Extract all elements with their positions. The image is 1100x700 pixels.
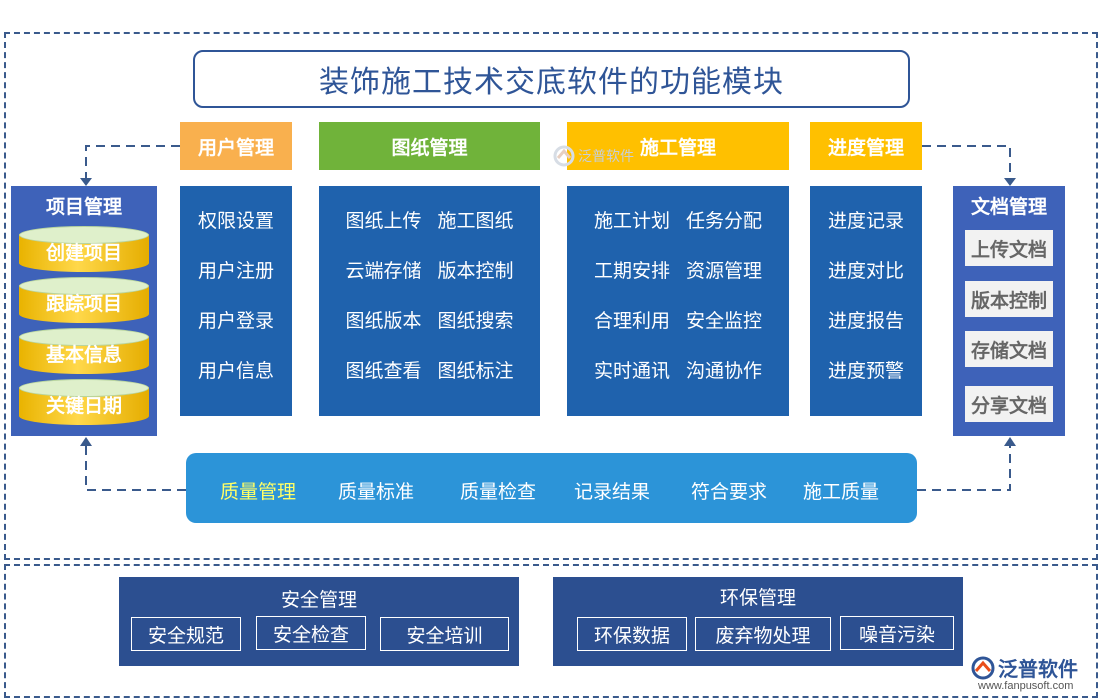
safety-item: 安全规范 (131, 617, 241, 651)
drawing-panel: 图纸上传施工图纸 云端存储版本控制 图纸版本图纸搜索 图纸查看图纸标注 (319, 186, 540, 416)
construction-item: 施工计划 (593, 210, 670, 232)
user-item: 用户信息 (197, 360, 274, 382)
connector-user-to-project (85, 145, 180, 180)
project-title: 项目管理 (45, 196, 122, 218)
construction-row: 工期安排资源管理 (567, 256, 789, 283)
watermark-logo-icon (553, 145, 575, 167)
drawing-item: 图纸上传 (345, 210, 422, 232)
env-box: 环保管理 环保数据 废弃物处理 噪音污染 (553, 577, 963, 666)
user-item: 用户注册 (197, 260, 274, 282)
project-cylinder: 关键日期 (19, 379, 149, 425)
safety-box: 安全管理 安全规范 安全检查 安全培训 (119, 577, 519, 666)
brand-logo-icon (971, 656, 995, 680)
drawing-item: 云端存储 (345, 260, 422, 282)
env-title: 环保管理 (719, 587, 796, 609)
docs-item: 上传文档 (965, 230, 1053, 266)
header-user: 用户管理 (180, 122, 292, 170)
docs-title: 文档管理 (970, 196, 1047, 218)
docs-item: 分享文档 (965, 386, 1053, 422)
quality-title: 质量管理 (220, 481, 297, 503)
brand-logo: 泛普软件 www.fanpusoft.com (970, 653, 1095, 695)
safety-item: 安全检查 (256, 616, 366, 650)
watermark-text: 泛普软件 (578, 149, 634, 165)
arrow-up-docs (1004, 437, 1016, 446)
construction-item: 安全监控 (686, 310, 763, 332)
construction-item: 实时通讯 (593, 360, 670, 382)
user-item: 用户登录 (197, 310, 274, 332)
project-item: 基本信息 (45, 344, 122, 366)
connector-progress-to-docs (922, 145, 1011, 180)
quality-item: 施工质量 (803, 481, 880, 503)
brand-name: 泛普软件 (998, 657, 1078, 681)
main-dashed-frame (4, 32, 1098, 560)
construction-item: 合理利用 (593, 310, 670, 332)
env-item: 废弃物处理 (695, 617, 831, 651)
header-construction: 施工管理 (567, 122, 789, 170)
header-drawing: 图纸管理 (319, 122, 540, 170)
drawing-item: 图纸搜索 (437, 310, 514, 332)
construction-panel: 施工计划任务分配 工期安排资源管理 合理利用安全监控 实时通讯沟通协作 (567, 186, 789, 416)
progress-item: 进度记录 (827, 210, 904, 232)
bottom-dashed-frame (4, 564, 1098, 698)
quality-item: 质量标准 (338, 481, 415, 503)
project-cylinder: 创建项目 (19, 226, 149, 272)
connector-quality-to-project (85, 444, 186, 491)
project-item: 关键日期 (45, 395, 122, 417)
project-item: 跟踪项目 (45, 293, 122, 315)
drawing-item: 图纸标注 (437, 360, 514, 382)
safety-title: 安全管理 (280, 589, 357, 611)
progress-item: 进度对比 (827, 260, 904, 282)
construction-item: 资源管理 (686, 260, 763, 282)
diagram-title: 装饰施工技术交底软件的功能模块 (193, 50, 910, 108)
docs-panel: 文档管理 上传文档 版本控制 存储文档 分享文档 (953, 186, 1065, 436)
progress-item: 进度预警 (827, 360, 904, 382)
quality-item: 符合要求 (691, 481, 768, 503)
drawing-item: 图纸版本 (345, 310, 422, 332)
construction-item: 沟通协作 (686, 360, 763, 382)
docs-item: 版本控制 (965, 281, 1053, 317)
construction-item: 任务分配 (686, 210, 763, 232)
arrow-down-docs (1004, 178, 1016, 186)
drawing-row: 云端存储版本控制 (319, 256, 540, 283)
header-progress: 进度管理 (810, 122, 922, 170)
construction-row: 合理利用安全监控 (567, 306, 789, 333)
quality-item: 记录结果 (574, 481, 651, 503)
project-cylinder: 跟踪项目 (19, 277, 149, 323)
drawing-row: 图纸查看图纸标注 (319, 356, 540, 383)
arrow-up-project (80, 437, 92, 446)
project-cylinder: 基本信息 (19, 328, 149, 374)
progress-item: 进度报告 (827, 310, 904, 332)
env-item: 噪音污染 (840, 616, 954, 650)
connector-lines (80, 145, 1016, 491)
connector-quality-to-docs (917, 444, 1011, 491)
docs-item: 存储文档 (965, 331, 1053, 367)
drawing-item: 版本控制 (437, 260, 514, 282)
user-panel: 权限设置 用户注册 用户登录 用户信息 (180, 186, 292, 416)
quality-item: 质量检查 (460, 481, 537, 503)
drawing-item: 施工图纸 (437, 210, 514, 232)
safety-item: 安全培训 (380, 617, 509, 651)
progress-panel: 进度记录 进度对比 进度报告 进度预警 (810, 186, 922, 416)
drawing-row: 图纸版本图纸搜索 (319, 306, 540, 333)
project-item: 创建项目 (45, 242, 122, 264)
construction-row: 施工计划任务分配 (567, 206, 789, 233)
env-item: 环保数据 (577, 617, 687, 651)
construction-item: 工期安排 (593, 260, 670, 282)
quality-bar: 质量管理 质量标准 质量检查 记录结果 符合要求 施工质量 (186, 453, 917, 523)
center-watermark: 泛普软件 (552, 142, 642, 172)
project-panel: 项目管理 创建项目 跟踪项目 基本信息 关键日期 (11, 186, 157, 436)
brand-url: www.fanpusoft.com (978, 680, 1074, 692)
drawing-item: 图纸查看 (345, 360, 422, 382)
construction-row: 实时通讯沟通协作 (567, 356, 789, 383)
drawing-row: 图纸上传施工图纸 (319, 206, 540, 233)
arrow-down-project (80, 178, 92, 186)
user-item: 权限设置 (197, 210, 274, 232)
